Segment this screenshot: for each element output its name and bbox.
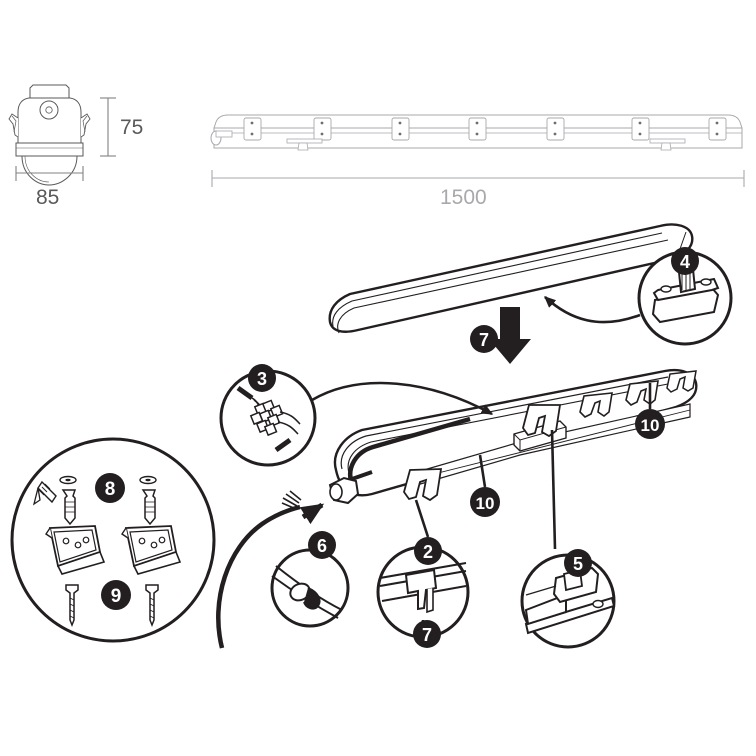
callout-10-right-label: 10 bbox=[641, 416, 660, 435]
full-length-view bbox=[210, 114, 743, 151]
mounting-bracket-left bbox=[45, 525, 106, 575]
leader-callout-10-left bbox=[478, 454, 487, 488]
callout-10-left-label: 10 bbox=[476, 494, 495, 513]
screw-right bbox=[145, 584, 159, 628]
leader-detail-3 bbox=[311, 381, 494, 416]
cable-gland-detail bbox=[270, 548, 350, 628]
assembly-direction-arrow bbox=[489, 307, 531, 364]
callout-bubble-10-left[interactable]: 10 bbox=[470, 487, 500, 517]
callout-bubble-2[interactable]: 2 bbox=[414, 537, 442, 565]
dimension-length-label: 1500 bbox=[440, 186, 487, 209]
callout-7-arrow-label: 7 bbox=[479, 330, 489, 350]
callout-7-detail-label: 7 bbox=[422, 625, 432, 645]
callout-bubble-5[interactable]: 5 bbox=[564, 549, 592, 577]
callout-bubble-7-detail[interactable]: 7 bbox=[413, 620, 441, 648]
callout-7-detail-circle bbox=[413, 620, 441, 648]
mounting-clip-detail bbox=[637, 250, 733, 346]
callout-3-label: 3 bbox=[257, 369, 267, 389]
cable-gland-nut bbox=[328, 470, 373, 505]
accessory-kit-detail bbox=[10, 437, 216, 643]
screw-left bbox=[65, 584, 79, 628]
callout-6-circle bbox=[308, 531, 336, 559]
end-cap-latch-detail bbox=[520, 553, 616, 649]
end-cross-section-view bbox=[8, 84, 91, 186]
wire-connector-detail bbox=[219, 369, 317, 467]
leader-detail-2 bbox=[414, 499, 430, 538]
callout-bubble-6[interactable]: 6 bbox=[308, 531, 336, 559]
mounting-clips-row bbox=[243, 117, 727, 141]
dimension-height-75: 75 bbox=[100, 97, 143, 157]
cable-insert-arrow bbox=[299, 502, 325, 525]
callout-2-label: 2 bbox=[423, 542, 433, 562]
leader-detail-5 bbox=[550, 429, 557, 550]
mounting-bracket-right bbox=[121, 525, 182, 575]
callout-bubble-4[interactable]: 4 bbox=[671, 247, 699, 275]
callout-4-label: 4 bbox=[680, 252, 690, 272]
callout-bubble-10-right[interactable]: 10 bbox=[635, 409, 665, 439]
leader-detail-4 bbox=[544, 296, 641, 324]
callout-bubble-9[interactable]: 9 bbox=[101, 580, 131, 610]
callout-10-left-circle bbox=[470, 487, 500, 517]
callout-5-label: 5 bbox=[573, 554, 583, 574]
callout-bubbles: 2 3 4 5 6 7 7 8 bbox=[95, 247, 699, 648]
callout-3-circle bbox=[248, 364, 276, 392]
diffuser-cover bbox=[328, 223, 694, 334]
callout-9-label: 9 bbox=[111, 586, 122, 607]
suspension-brackets bbox=[286, 138, 686, 151]
callout-2-circle bbox=[414, 537, 442, 565]
callout-6-label: 6 bbox=[317, 536, 327, 556]
callout-10-right-circle bbox=[635, 409, 665, 439]
callout-8-circle bbox=[95, 473, 125, 503]
wall-plug-left bbox=[61, 489, 77, 526]
callout-9-circle bbox=[101, 580, 131, 610]
supply-cable bbox=[216, 490, 302, 649]
dimension-width-label: 85 bbox=[36, 186, 59, 209]
dimension-height-label: 75 bbox=[120, 116, 143, 139]
callout-7-arrow-circle bbox=[470, 325, 498, 353]
wall-plug-right bbox=[141, 489, 157, 526]
callout-bubble-7-arrow[interactable]: 7 bbox=[470, 325, 498, 353]
callout-bubble-8[interactable]: 8 bbox=[95, 473, 125, 503]
housing-base bbox=[333, 369, 698, 502]
dimension-width-85: 85 bbox=[15, 166, 84, 209]
callout-bubble-3[interactable]: 3 bbox=[248, 364, 276, 392]
callout-4-circle bbox=[671, 247, 699, 275]
callout-5-circle bbox=[564, 549, 592, 577]
dimension-length-1500: 1500 bbox=[211, 170, 745, 209]
callout-8-label: 8 bbox=[105, 479, 116, 500]
